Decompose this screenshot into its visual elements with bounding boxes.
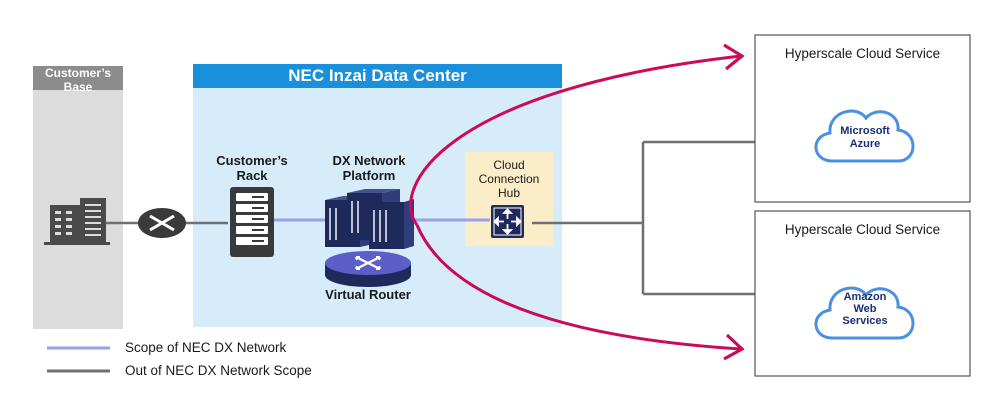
cloud-service-heading-aws: Hyperscale Cloud Service — [784, 222, 941, 237]
azure-cloud-icon — [814, 109, 915, 163]
virtual-router-icon — [325, 251, 411, 287]
azure-provider-label: Microsoft Azure — [840, 125, 890, 150]
aws-cloud-icon — [814, 286, 915, 340]
legend-scope-label: Scope of NEC DX Network — [125, 340, 287, 355]
arrow-to-aws — [415, 224, 742, 351]
customer-base-panel — [33, 66, 123, 329]
dx-platform-servers-icon — [325, 189, 414, 249]
aws-provider-label: Amazon Web Services — [842, 291, 888, 328]
hub-switch-icon — [491, 205, 524, 238]
customer-base-label: Customer’s Base — [44, 66, 112, 94]
data-center-title: NEC Inzai Data Center — [288, 66, 467, 85]
cloud-service-heading-azure: Hyperscale Cloud Service — [784, 46, 941, 61]
legend-out-of-scope-label: Out of NEC DX Network Scope — [125, 363, 312, 378]
customer-base-header — [33, 66, 123, 90]
server-rack-icon — [230, 187, 274, 257]
data-center-header — [193, 64, 562, 88]
cloud-hub-label: Cloud Connection Hub — [478, 158, 540, 200]
arrow-to-azure — [409, 54, 742, 226]
building-icon — [44, 198, 110, 245]
arrowhead-aws — [723, 333, 745, 361]
dx-platform-label: DX Network Platform — [332, 153, 406, 183]
virtual-router-label: Virtual Router — [325, 287, 411, 302]
wan-router-icon — [138, 208, 186, 238]
customers-rack-label: Customer’s Rack — [216, 153, 288, 183]
arrowhead-azure — [723, 43, 745, 71]
